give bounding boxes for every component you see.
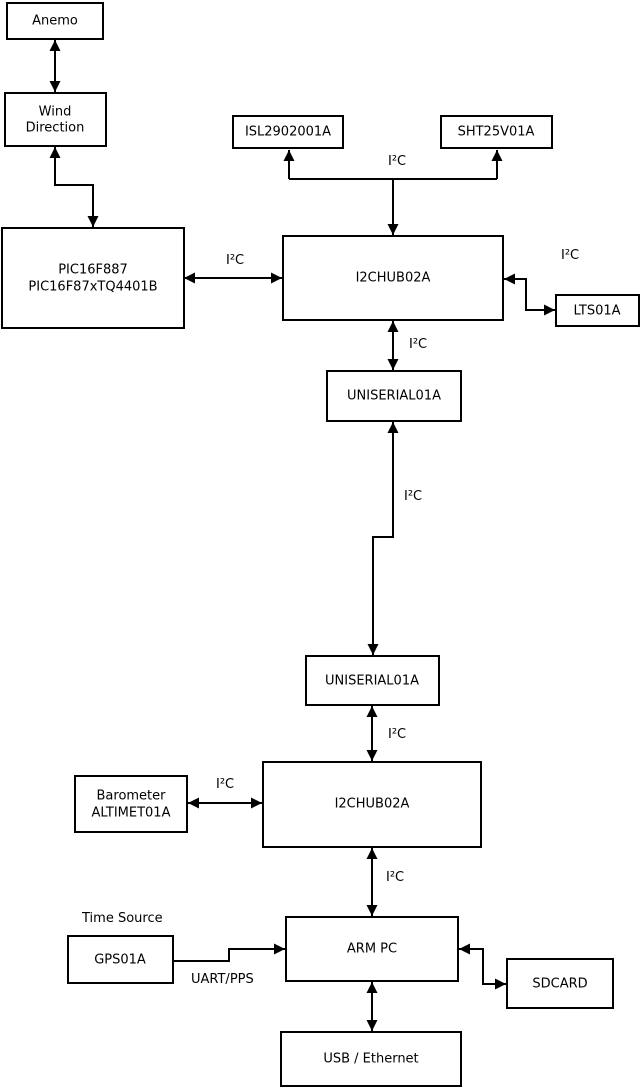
edge-armpc-sdcard <box>459 943 506 990</box>
box-barometer-label-line1: Barometer <box>97 789 167 804</box>
box-pic: PIC16F887 PIC16F87xTQ4401B <box>1 227 185 329</box>
box-sdcard-rect <box>506 958 614 1009</box>
box-sdcard: SDCARD <box>506 958 614 1009</box>
box-pic-rect <box>1 227 185 329</box>
box-uniserial2: UNISERIAL01A <box>305 655 440 706</box>
edge-uniserial1-uniserial2 <box>367 422 399 655</box>
edge-label-time-source: Time Source <box>81 911 163 926</box>
box-sht-label: SHT25V01A <box>458 125 535 140</box>
box-usb-ethernet: USB / Ethernet <box>280 1031 462 1087</box>
box-arm-pc: ARM PC <box>285 916 459 982</box>
box-uniserial1-rect <box>326 370 462 422</box>
box-pic-label-line1: PIC16F887 <box>58 263 128 278</box>
box-uniserial2-rect <box>305 655 440 706</box>
box-hub1-label: I2CHUB02A <box>356 271 431 286</box>
box-lts-rect <box>555 294 640 327</box>
box-usb-ethernet-label: USB / Ethernet <box>323 1052 418 1067</box>
box-usb-ethernet-rect <box>280 1031 462 1087</box>
edge-label-i2c-barometer-hub2: I²C <box>216 777 234 792</box>
box-wind-direction: Wind Direction <box>4 92 107 147</box>
edge-label-i2c-pic-hub1: I²C <box>226 253 244 268</box>
box-uniserial2-label: UNISERIAL01A <box>325 674 419 689</box>
edge-hub1-lts <box>504 273 555 316</box>
box-anemo: Anemo <box>6 2 104 40</box>
box-isl: ISL2902001A <box>232 115 344 149</box>
box-hub2-rect <box>262 761 482 848</box>
box-gps: GPS01A <box>67 935 174 984</box>
edge-label-i2c-sensors-top: I²C <box>388 154 406 169</box>
box-wind-direction-rect <box>4 92 107 147</box>
edge-gps-armpc <box>173 943 285 962</box>
box-pic-label-line2: PIC16F87xTQ4401B <box>28 280 157 295</box>
box-uniserial1: UNISERIAL01A <box>326 370 462 422</box>
box-lts: LTS01A <box>555 294 640 327</box>
connectors <box>49 40 555 1031</box>
box-gps-label: GPS01A <box>94 953 146 968</box>
box-hub1: I2CHUB02A <box>282 235 504 321</box>
box-arm-pc-label: ARM PC <box>347 942 397 957</box>
box-barometer: Barometer ALTIMET01A <box>74 775 188 833</box>
edge-label-i2c-uniserial2-hub2: I²C <box>388 727 406 742</box>
box-isl-label: ISL2902001A <box>245 125 331 140</box>
box-hub2: I2CHUB02A <box>262 761 482 848</box>
edge-labels: I²C I²C I²C I²C I²C I²C I²C I²C Time Sou… <box>81 154 579 987</box>
box-lts-label: LTS01A <box>573 304 620 319</box>
box-isl-rect <box>232 115 344 149</box>
box-wind-direction-label-line2: Direction <box>26 121 85 136</box>
box-anemo-rect <box>6 2 104 40</box>
box-hub2-label: I2CHUB02A <box>335 797 410 812</box>
box-sdcard-label: SDCARD <box>532 977 587 992</box>
box-wind-direction-label-line1: Wind <box>39 105 72 120</box>
box-sht: SHT25V01A <box>440 115 553 149</box>
edge-label-i2c-uniserial-link: I²C <box>404 489 422 504</box>
edge-label-i2c-hub2-armpc: I²C <box>386 870 404 885</box>
box-barometer-rect <box>74 775 188 833</box>
box-arm-pc-rect <box>285 916 459 982</box>
box-anemo-label: Anemo <box>32 14 78 29</box>
box-uniserial1-label: UNISERIAL01A <box>347 389 441 404</box>
box-hub1-rect <box>282 235 504 321</box>
edge-label-i2c-hub1-lts: I²C <box>561 248 579 263</box>
edge-label-i2c-hub1-uniserial1: I²C <box>409 337 427 352</box>
box-barometer-label-line2: ALTIMET01A <box>92 806 171 821</box>
box-sht-rect <box>440 115 553 149</box>
box-gps-rect <box>67 935 174 984</box>
edge-wind-pic <box>49 147 99 227</box>
edge-label-uart-pps: UART/PPS <box>191 972 254 987</box>
